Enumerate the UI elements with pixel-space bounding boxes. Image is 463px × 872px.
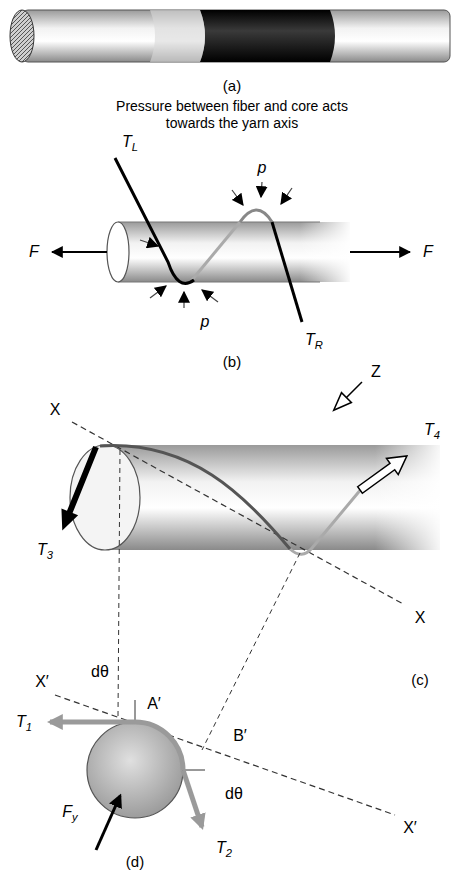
symbol-base: T [37,541,47,558]
wrap-band [200,10,335,62]
core-section [87,722,183,818]
force-arrow [350,251,410,253]
figure-label: TL [122,132,138,151]
figure-label: F [29,242,39,261]
force-arrow [52,251,107,253]
symbol-subscript: 2 [226,847,232,859]
figure-label: (d) [126,853,144,871]
symbol-subscript: R [315,339,323,351]
core-fade [375,444,445,551]
yarn-photo [10,10,450,62]
figure-label: T2 [216,838,232,857]
figure-label: Z [371,362,381,381]
symbol-base: F [62,803,72,820]
symbol-subscript: 4 [434,429,440,441]
tension-arrow [50,720,135,725]
core-with-fiber [54,377,445,750]
figure-label: X′ [403,818,417,837]
figure-label: TR [305,330,323,349]
figure-label: X [415,608,426,627]
symbol-subscript: 1 [26,721,32,733]
tension-arrow [183,770,202,827]
figure-label: dθ [91,662,109,681]
wrapper-fiber [115,158,194,283]
figure-label: (c) [411,671,429,689]
figure-label: dθ [225,784,243,803]
projection-line [118,450,120,716]
figure-label: F [423,242,433,261]
figure-label: Fy [62,802,77,821]
figure-label: A′ [147,694,161,713]
wrapper-fiber [100,446,290,549]
figure-label: (a) [223,77,241,95]
figure-label: X′ [35,672,49,691]
figure-label: T3 [37,540,53,559]
angle-tick [135,700,136,722]
core-end [70,445,140,550]
yarn-cut-end [10,10,34,62]
symbol-subscript: 3 [47,549,53,561]
figure-note: Pressure between fiber and core acts tow… [107,98,357,132]
wrapper-fiber [240,210,272,222]
force-arrow [96,796,120,850]
figure-label: p [201,312,210,331]
symbol-base: T [424,421,434,438]
figure-label: (b) [223,353,241,371]
angle-tick [183,770,205,771]
figure-label: B′ [233,726,247,745]
symbol-base: T [122,133,132,150]
core-fade [300,221,352,283]
symbol-subscript: L [132,141,138,153]
projection-line [202,553,300,750]
symbol-base: T [16,713,26,730]
core-end [107,222,129,282]
tension-arrow [54,444,104,534]
symbol-base: T [305,331,315,348]
wrapped-core [52,158,410,322]
figure-label: T4 [424,420,440,439]
wrapper-fiber [135,722,183,770]
symbol-base: T [216,839,226,856]
view-arrow [329,377,367,415]
band-shade [150,10,205,62]
figure-label: T1 [16,712,32,731]
fiber-hidden [290,488,362,554]
fiber-hidden [192,222,240,280]
cross-section [50,695,395,850]
figure-label: p [258,158,267,177]
tension-arrow [354,448,413,498]
figure-label: X [50,400,61,419]
yarn-body [22,10,450,62]
wrapper-fiber [272,222,302,322]
axis-line [72,422,405,605]
symbol-subscript: y [72,811,78,823]
pressure-arrows [140,182,292,308]
